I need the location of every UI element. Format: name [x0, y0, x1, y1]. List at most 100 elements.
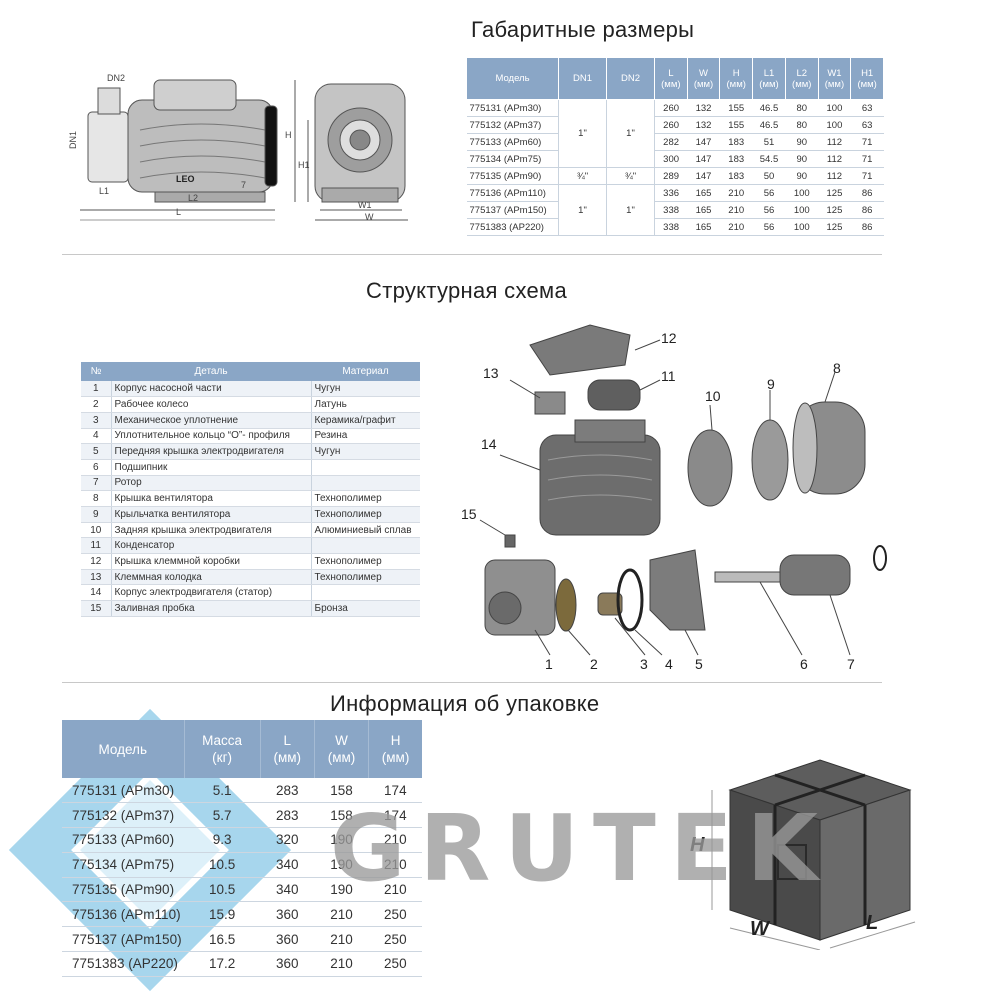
cell-w1: 112: [818, 167, 851, 185]
cell-model: 7751383 (AP220): [62, 951, 184, 977]
cell-h: 183: [719, 150, 753, 168]
packaging-title: Информация об упаковке: [330, 691, 600, 716]
cell-number: 11: [81, 537, 112, 555]
cell-l: 282: [654, 133, 688, 151]
cell-l: 360: [260, 901, 315, 928]
cell-h: 210: [719, 218, 753, 236]
cell-w: 165: [687, 184, 720, 202]
cell-model: 775132 (APm37): [466, 116, 559, 134]
col-dn2: DN2: [606, 57, 655, 100]
cell-l1: 51: [752, 133, 786, 151]
cell-model: 775135 (APm90): [466, 167, 559, 185]
cell-l2: 90: [785, 167, 819, 185]
col-l: L(мм): [259, 720, 315, 778]
table-row: 775133 (APm60) 282 147 183 51 90 112 71: [466, 133, 884, 151]
cell-part: Крышка вентилятора: [111, 490, 312, 507]
dimensions-title: Габаритные размеры: [471, 17, 695, 42]
cell-part: Корпус электродвигателя (статор): [111, 584, 312, 602]
cell-l1: 56: [752, 184, 786, 202]
cell-w1: 100: [818, 116, 851, 134]
cell-dn2: ¾": [606, 167, 655, 185]
pump-dimension-drawing: [80, 79, 408, 221]
cell-h: 210: [368, 827, 422, 853]
cell-h1: 71: [850, 150, 884, 168]
exploded-view-diagram: [479, 324, 887, 656]
cell-model: 775136 (APm110): [466, 184, 559, 202]
cell-w1: 112: [818, 133, 851, 151]
cell-mass: 10.5: [184, 877, 261, 903]
cell-h1: 63: [850, 116, 884, 134]
cell-material: Алюминиевый сплав: [311, 522, 420, 539]
cell-l1: 46.5: [752, 116, 786, 134]
cell-l1: 56: [752, 218, 786, 236]
cell-model: 7751383 (AP220): [466, 218, 559, 236]
dimensions-table: Модель DN1 DN2 L(мм) W(мм) H(мм) L1(мм) …: [466, 57, 884, 236]
table-row: 775136 (APm110) 1" 1" 336 165 210 56 100…: [466, 184, 884, 236]
cell-mass: 15.9: [184, 901, 261, 928]
logo-text: LEO: [176, 174, 195, 184]
cell-w: 190: [314, 827, 369, 853]
cell-h: 174: [368, 778, 422, 804]
part-label-1: 1: [545, 656, 553, 672]
cell-number: 6: [81, 459, 112, 476]
l-label: L: [176, 207, 182, 217]
cell-material: Чугун: [311, 443, 420, 460]
col-dn1: DN1: [558, 57, 607, 100]
col-material: Материал: [311, 362, 420, 381]
cell-l1: 54.5: [752, 150, 786, 168]
cell-mass: 17.2: [184, 951, 261, 977]
part-label-3: 3: [640, 656, 648, 672]
cell-l2: 100: [785, 184, 819, 202]
cell-h: 155: [719, 99, 753, 117]
cell-l1: 46.5: [752, 99, 786, 117]
cell-l2: 80: [785, 116, 819, 134]
w-label: W: [365, 212, 374, 222]
col-h: H(мм): [719, 57, 754, 100]
part-label-14: 14: [481, 436, 497, 452]
col-l: L(мм): [654, 57, 688, 100]
cell-part: Крышка клеммной коробки: [111, 553, 312, 570]
cell-h1: 71: [850, 133, 884, 151]
cell-h: 183: [719, 167, 753, 185]
cell-dn1: 1": [558, 99, 607, 168]
col-h1: H1(мм): [850, 57, 884, 100]
cell-l: 300: [654, 150, 688, 168]
cell-h: 250: [368, 951, 422, 977]
cell-dn2: 1": [606, 184, 655, 236]
cell-material: [311, 475, 420, 492]
cell-part: Механическое уплотнение: [111, 412, 312, 429]
cell-number: 2: [81, 396, 112, 413]
part-label-11: 11: [661, 368, 676, 384]
cell-l1: 56: [752, 201, 786, 219]
cell-part: Подшипник: [111, 459, 312, 476]
col-l1: L1(мм): [752, 57, 786, 100]
box-h-label: H: [690, 834, 705, 856]
cell-model: 775134 (APm75): [62, 852, 184, 878]
divider: [62, 254, 882, 255]
cell-mass: 10.5: [184, 852, 261, 878]
table-row: 7751383 (AP220) 338 165 210 56 100 125 8…: [466, 218, 884, 236]
cell-number: 12: [81, 553, 112, 570]
cell-l: 340: [260, 877, 315, 903]
cell-h: 183: [719, 133, 753, 151]
h1-label: H1: [298, 160, 310, 170]
cell-w1: 112: [818, 150, 851, 168]
cell-h: 155: [719, 116, 753, 134]
cell-w1: 125: [818, 201, 851, 219]
part-label-9: 9: [767, 376, 775, 392]
part-label-13: 13: [483, 365, 499, 381]
part-label-2: 2: [590, 656, 598, 672]
cell-dn1: 1": [558, 184, 607, 236]
col-mass: Масса(кг): [183, 720, 261, 778]
table-row: 775131 (APm30) 1" 1" 260 132 155 46.5 80…: [466, 99, 884, 168]
cell-l2: 90: [785, 133, 819, 151]
cell-l2: 90: [785, 150, 819, 168]
